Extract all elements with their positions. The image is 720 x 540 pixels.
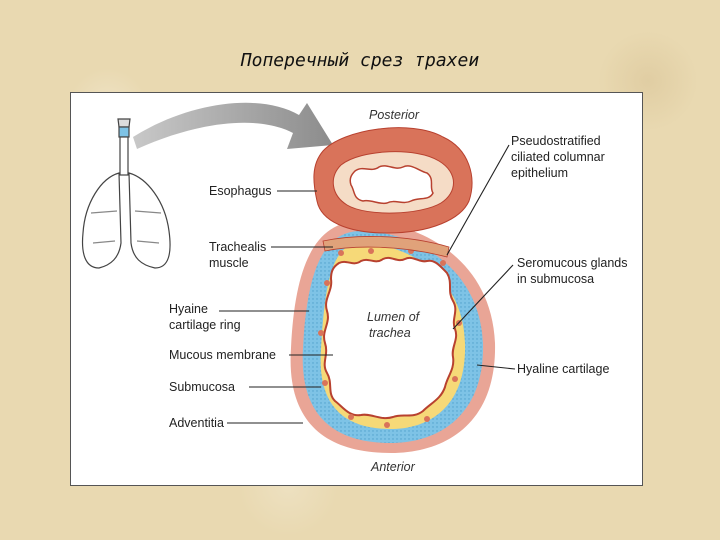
label-trachealis-2: muscle (209, 256, 249, 270)
label-lumen-1: Lumen of (367, 310, 421, 324)
esophagus-lumen (349, 165, 434, 205)
leader-lines (219, 144, 516, 424)
trachea-diagram: Posterior Anterior Lumen of trachea Esop… (81, 102, 627, 474)
trachealis-muscle (322, 236, 450, 258)
trachea-cross-section (290, 127, 496, 453)
label-epithelium-1: Pseudostratified (511, 134, 601, 148)
label-adventitia: Adventitia (169, 416, 224, 430)
label-anterior: Anterior (370, 460, 416, 474)
label-submucosa: Submucosa (169, 380, 235, 394)
label-esophagus: Esophagus (209, 184, 272, 198)
label-hyaline-cartilage: Hyaline cartilage (517, 362, 609, 376)
label-epithelium-2: ciliated columnar (511, 150, 605, 164)
pointer-arrow (133, 102, 333, 149)
label-lumen-2: trachea (369, 326, 411, 340)
label-posterior: Posterior (369, 108, 420, 122)
label-hyaline-ring-2: cartilage ring (169, 318, 241, 332)
seromucous-glands (318, 248, 462, 428)
slide-title: Поперечный срез трахеи (240, 50, 480, 71)
trachea-figure: Posterior Anterior Lumen of trachea Esop… (70, 92, 643, 486)
lungs-icon (81, 118, 171, 269)
label-glands-2: in submucosa (517, 272, 594, 286)
label-glands-1: Seromucous glands (517, 256, 627, 270)
label-trachealis-1: Trachealis (209, 240, 266, 254)
label-hyaline-ring-1: Hyaine (169, 302, 208, 316)
label-epithelium-3: epithelium (511, 166, 568, 180)
label-mucous-membrane: Mucous membrane (169, 348, 276, 362)
mucous-membrane (323, 256, 458, 420)
